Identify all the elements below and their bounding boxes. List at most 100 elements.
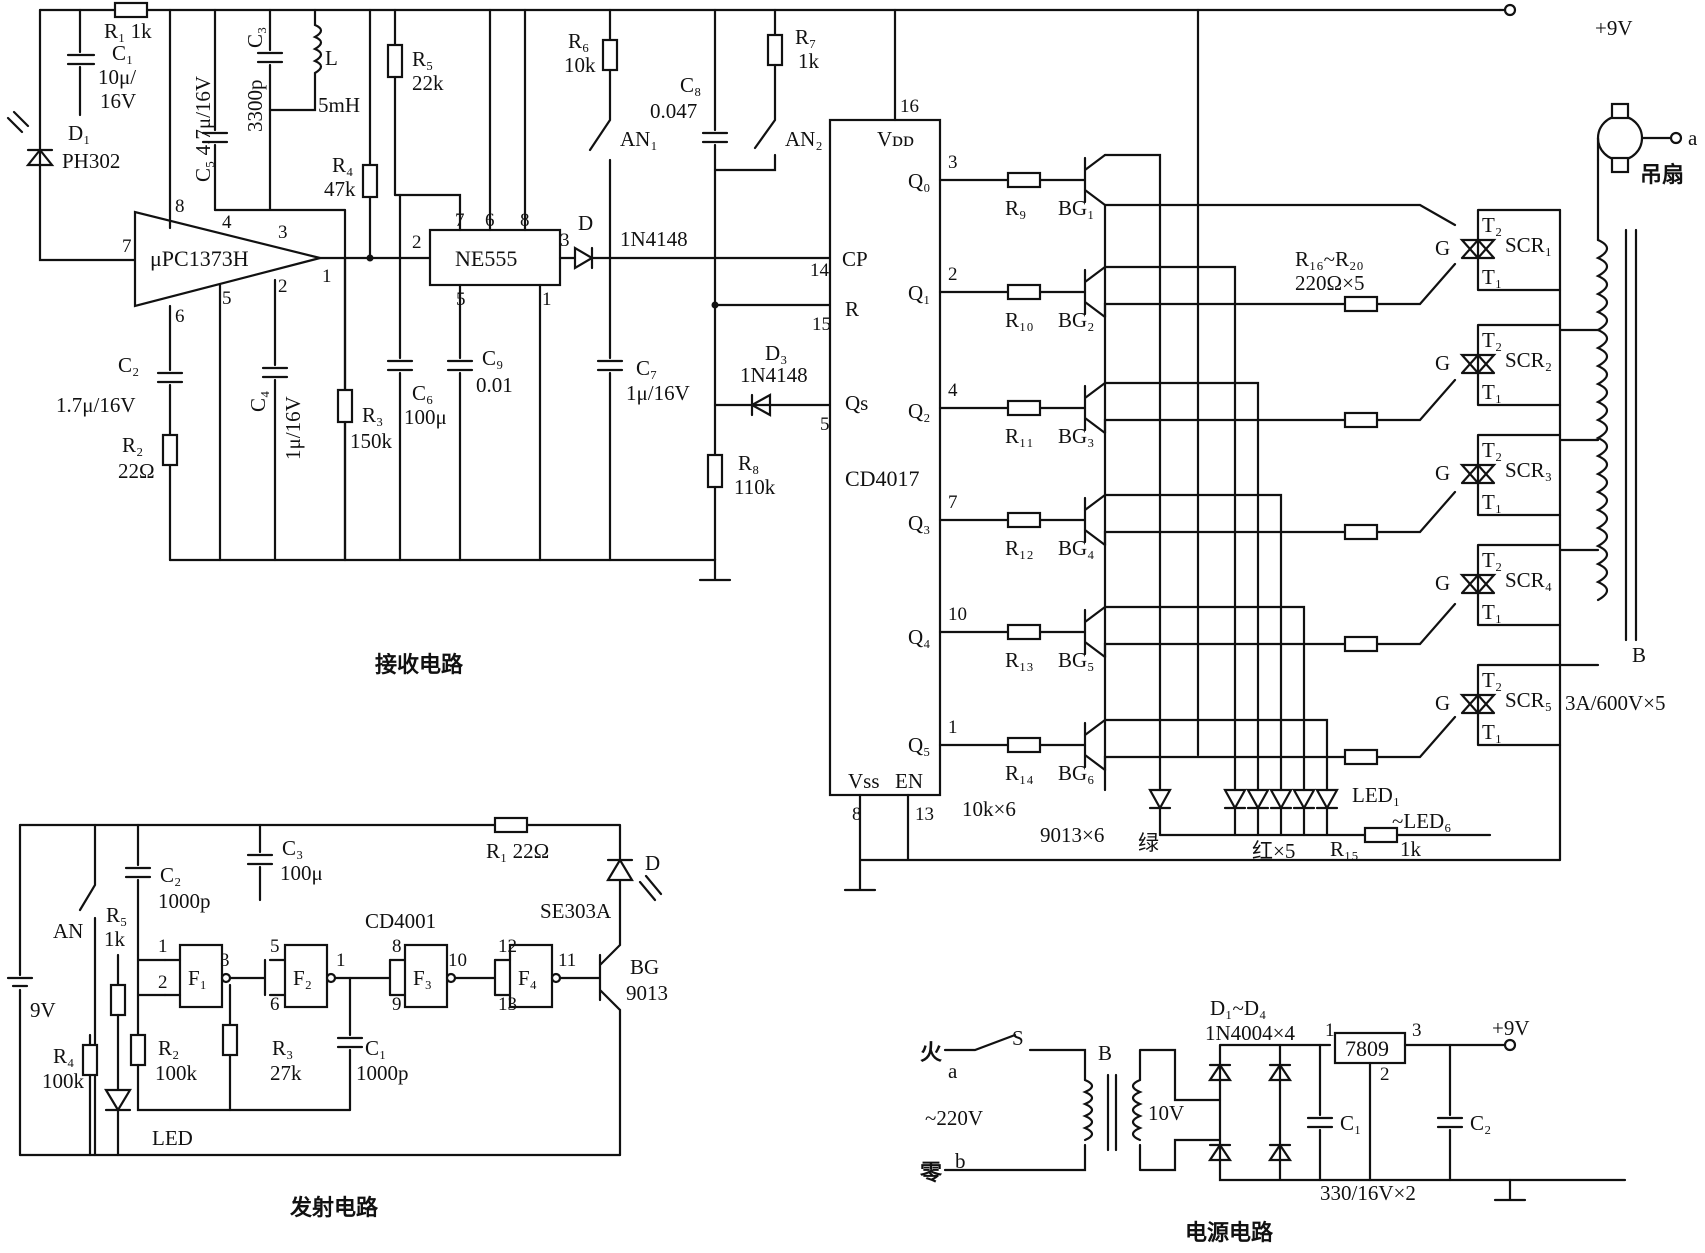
tx-an-label: AN xyxy=(53,919,83,943)
pwr-neutral: 零 xyxy=(919,1161,943,1186)
r3-label: R₃ xyxy=(362,403,383,427)
driver-resistor-label: R₁₁ xyxy=(1005,424,1034,448)
tx-led-label: LED xyxy=(152,1126,193,1150)
receiver-title: 接收电路 xyxy=(375,652,464,678)
c8-label: C₈ xyxy=(680,73,701,97)
svg-text:14: 14 xyxy=(810,260,830,281)
svg-text:3: 3 xyxy=(948,152,958,173)
scr-t1-label: T₁ xyxy=(1482,380,1502,404)
svg-text:3: 3 xyxy=(560,230,570,251)
c7-label: C₇ xyxy=(636,356,657,380)
pin-q3-label: Q₃ xyxy=(908,511,931,535)
r1-resistor xyxy=(113,1,149,19)
driver-resistor xyxy=(1006,171,1042,189)
r4-value: 47k xyxy=(324,177,356,201)
r4-resistor xyxy=(361,163,379,199)
reg-7809 xyxy=(1333,1031,1407,1065)
svg-text:4: 4 xyxy=(222,212,232,233)
receiver-circuit: +9V R₁ 1k D₁ PH302 C₁ 10μ/ 16V μPC1373H … xyxy=(6,1,1698,892)
tx-r5-resistor xyxy=(109,983,127,1017)
svg-text:1: 1 xyxy=(1325,1020,1335,1041)
nor-gate-label: F₃ xyxy=(413,966,432,990)
tx-r3-label: R₃ xyxy=(272,1036,293,1060)
l-label: L xyxy=(325,46,338,70)
pwr-diodes-value: 1N4004×4 xyxy=(1205,1021,1296,1045)
pin-r-label: R xyxy=(845,297,859,321)
driver-resistor xyxy=(1006,736,1042,754)
led6-label: ~LED₆ xyxy=(1392,809,1452,833)
ne555-label: NE555 xyxy=(455,246,517,271)
scr-label: SCR₁ xyxy=(1505,233,1552,257)
r7-resistor xyxy=(766,33,784,67)
svg-text:13: 13 xyxy=(498,994,517,1015)
r7-label: R₇ xyxy=(795,25,816,49)
transmitter-circuit: R₁ 22Ω 9V AN R₄ 100k C₂ 1000p R₅ 1k LED … xyxy=(6,816,668,1221)
pin-q5-label: Q₅ xyxy=(908,733,931,757)
svg-text:10: 10 xyxy=(448,950,467,971)
driver-stages: R₉3BG₁R₁₀2BG₂R₁₁4BG₃R₁₂7BG₄R₁₃10BG₅R₁₄1B… xyxy=(938,8,1457,837)
gate-resistor xyxy=(1343,295,1379,313)
driver-resistor-label: R₁₄ xyxy=(1005,761,1034,785)
tx-c2-label: C₂ xyxy=(160,863,181,887)
driver-resistor-label: R₁₂ xyxy=(1005,536,1034,560)
svg-text:12: 12 xyxy=(498,936,517,957)
tx-r2-resistor xyxy=(129,1033,147,1067)
pwr-a: a xyxy=(948,1059,958,1083)
cd4017-label: CD4017 xyxy=(845,466,920,491)
r15-resistor xyxy=(1363,826,1399,844)
d1-value: PH302 xyxy=(62,149,120,173)
r5-resistor xyxy=(386,43,404,79)
svg-text:5: 5 xyxy=(270,936,280,957)
transistor-label: BG₄ xyxy=(1058,536,1095,560)
tx-c3-label: C₃ xyxy=(282,836,303,860)
transmitter-title: 发射电路 xyxy=(289,1195,379,1221)
d3-value: 1N4148 xyxy=(740,363,808,387)
driver-resistor-label: R₁₃ xyxy=(1005,648,1034,672)
pin-q1-label: Q₁ xyxy=(908,281,931,305)
tx-r4-value: 100k xyxy=(42,1069,85,1093)
nor-gate-label: F₂ xyxy=(293,966,312,990)
driver-resistor xyxy=(1006,623,1042,641)
gate-resistor xyxy=(1343,748,1379,766)
transistor-label: BG₂ xyxy=(1058,308,1095,332)
green-label: 绿 xyxy=(1138,831,1159,855)
r15-label: R₁₅ xyxy=(1330,837,1359,861)
supply-label: +9V xyxy=(1595,16,1633,40)
pin-qs-label: Qs xyxy=(845,391,868,415)
svg-text:3: 3 xyxy=(1412,1020,1422,1041)
r7-value: 1k xyxy=(798,49,820,73)
svg-text:2: 2 xyxy=(278,276,288,297)
scr-gate-label: G xyxy=(1435,691,1450,715)
svg-text:4: 4 xyxy=(948,380,958,401)
c1-value: 10μ/ xyxy=(98,65,136,89)
c1-label: C₁ xyxy=(112,41,133,65)
scr-t1-label: T₁ xyxy=(1482,265,1502,289)
svg-text:9: 9 xyxy=(392,994,402,1015)
tx-c2-value: 1000p xyxy=(158,889,211,913)
svg-text:1: 1 xyxy=(322,266,332,287)
pin-q2-label: Q₂ xyxy=(908,399,931,423)
svg-text:5: 5 xyxy=(820,414,830,435)
tx-r3-resistor xyxy=(221,1023,239,1057)
svg-text:13: 13 xyxy=(915,804,934,825)
driver-resistor xyxy=(1006,399,1042,417)
scr-t1-label: T₁ xyxy=(1482,720,1502,744)
trans-note: 9013×6 xyxy=(1040,823,1104,847)
c3-value: 3300p xyxy=(243,80,267,133)
transistor-label: BG₃ xyxy=(1058,424,1095,448)
svg-text:8: 8 xyxy=(175,196,185,217)
power-title: 电源电路 xyxy=(1185,1220,1274,1246)
driver-resistor xyxy=(1006,511,1042,529)
d-value: 1N4148 xyxy=(620,227,688,251)
c2-label: C₂ xyxy=(118,353,139,377)
gate-res-label: R₁₆~R₂₀ xyxy=(1295,247,1364,271)
svg-text:1: 1 xyxy=(336,950,346,971)
tx-r3-value: 27k xyxy=(270,1061,302,1085)
svg-text:1: 1 xyxy=(158,936,168,957)
tx-d-label: D xyxy=(645,851,660,875)
r5-value: 22k xyxy=(412,71,444,95)
nor-gate-label: F₁ xyxy=(188,966,207,990)
scr-gate-label: G xyxy=(1435,571,1450,595)
res-note: 10k×6 xyxy=(962,797,1016,821)
